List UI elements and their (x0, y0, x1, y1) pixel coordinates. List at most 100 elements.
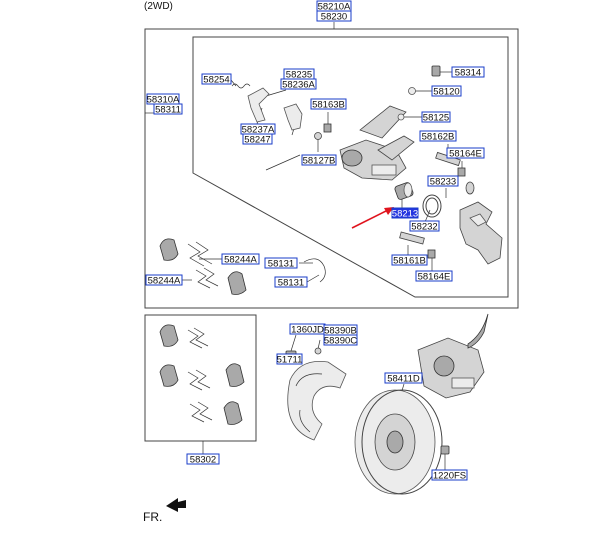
part-label-text: 58213 (392, 209, 418, 220)
guide-pin-lower-part (399, 231, 436, 259)
part-label-text: 58233 (430, 177, 456, 188)
part-label-box (431, 85, 462, 97)
part-label-58244a[interactable]: 58244A (145, 274, 183, 287)
part-label-text: 58310A (147, 95, 180, 106)
part-label-58247[interactable]: 58247 (242, 133, 273, 146)
part-label-box (242, 133, 273, 145)
pointer-arrow (351, 207, 394, 229)
piston-seal-part (422, 194, 442, 218)
part-label-text: 58244A (148, 276, 181, 287)
part-label-box (264, 257, 298, 269)
part-label-58161b[interactable]: 58161B (391, 254, 428, 267)
part-label-text: 51711 (277, 355, 303, 366)
part-label-text: 58127B (303, 156, 336, 167)
part-label-58232[interactable]: 58232 (409, 220, 440, 233)
caliper-assembly-part (417, 313, 489, 399)
brake-disc-part (354, 389, 443, 495)
part-label-box (186, 453, 220, 465)
dust-shield-part (287, 361, 347, 441)
front-direction-arrow (166, 498, 186, 512)
part-label-text: 58236A (282, 80, 315, 91)
part-label-box (427, 175, 459, 187)
part-label-box (419, 130, 457, 142)
part-label-text: 58411D (387, 374, 420, 385)
part-label-1220fs[interactable]: 1220FS (431, 469, 468, 482)
part-label-text: 58164E (449, 149, 482, 160)
part-label-text: 58163B (312, 100, 345, 111)
part-label-text: 58247 (244, 135, 270, 146)
part-label-text: 1220FS (433, 471, 466, 482)
part-label-58302[interactable]: 58302 (186, 453, 220, 466)
part-label-58164e[interactable]: 58164E (446, 147, 485, 160)
part-label-58213[interactable]: 58213 (391, 207, 419, 220)
pad-kit-parts (159, 324, 245, 425)
part-label-58131[interactable]: 58131 (274, 276, 308, 289)
part-label-box (276, 353, 303, 365)
piston-part (394, 182, 414, 200)
part-label-text: 58311 (155, 105, 181, 116)
part-label-58233[interactable]: 58233 (427, 175, 459, 188)
part-label-58411d[interactable]: 58411D (384, 372, 423, 385)
part-label-text: 58302 (190, 455, 216, 466)
piston-seal-inner (425, 197, 439, 215)
part-label-text: 58210A (318, 2, 351, 13)
part-label-58162b[interactable]: 58162B (419, 130, 457, 143)
part-label-58131[interactable]: 58131 (264, 257, 298, 270)
part-label-box (201, 73, 232, 85)
part-label-58390c[interactable]: 58390C (323, 334, 358, 347)
part-label-text: 58235 (286, 70, 312, 81)
part-label-1360jd[interactable]: 1360JD (289, 323, 326, 336)
part-label-box (446, 147, 485, 159)
part-label-text: 58314 (455, 68, 481, 79)
part-label-58125[interactable]: 58125 (421, 111, 451, 124)
wear-sensor-wire (303, 258, 326, 283)
part-label-51711[interactable]: 51711 (276, 353, 303, 366)
part-label-box (145, 274, 183, 286)
part-label-box (301, 154, 337, 166)
part-label-58120[interactable]: 58120 (431, 85, 462, 98)
guide-boot-part (465, 181, 475, 195)
part-label-box (391, 254, 428, 266)
part-label-58254[interactable]: 58254 (201, 73, 232, 86)
cap-part (408, 87, 416, 95)
carrier-bracket-part (459, 201, 503, 265)
part-label-text: 58244A (224, 255, 257, 266)
part-label-box (451, 66, 485, 78)
bleeder-screw-part (431, 65, 441, 77)
part-label-text: 58254 (203, 75, 229, 86)
part-label-58236a[interactable]: 58236A (280, 78, 317, 91)
plug-part (397, 113, 405, 121)
part-label-58163b[interactable]: 58163B (310, 98, 347, 111)
part-label-text: 58125 (423, 113, 449, 124)
part-label-text: 58230 (321, 12, 347, 23)
part-label-text: 58131 (278, 278, 304, 289)
part-label-text: 58120 (433, 87, 459, 98)
guide-bracket-part (247, 87, 270, 123)
part-label-58314[interactable]: 58314 (451, 66, 485, 79)
part-label-58244a[interactable]: 58244A (221, 253, 260, 266)
part-label-box (431, 469, 468, 481)
part-label-text: 1360JD (291, 325, 324, 336)
part-label-box (421, 111, 451, 123)
caliper-subassembly-frame (192, 36, 509, 298)
part-label-text: 58237A (242, 125, 275, 136)
disc-screw-part (440, 445, 450, 455)
part-label-58230[interactable]: 58230 (316, 10, 352, 23)
part-label-58164e[interactable]: 58164E (415, 270, 453, 283)
part-label-text: 58390B (324, 326, 357, 337)
part-label-box (323, 334, 358, 346)
part-label-box (409, 220, 440, 232)
bolt-part (323, 123, 332, 133)
part-label-text: 58390C (324, 336, 357, 347)
part-label-box (415, 270, 453, 282)
part-label-text: 58161B (393, 256, 426, 267)
spring-part (231, 83, 251, 89)
part-label-58311[interactable]: 58311 (153, 103, 183, 116)
part-label-box (316, 10, 352, 22)
part-label-text: 58232 (411, 222, 437, 233)
part-label-58127b[interactable]: 58127B (301, 154, 337, 167)
part-label-box (280, 78, 317, 90)
washer-part (314, 132, 322, 140)
